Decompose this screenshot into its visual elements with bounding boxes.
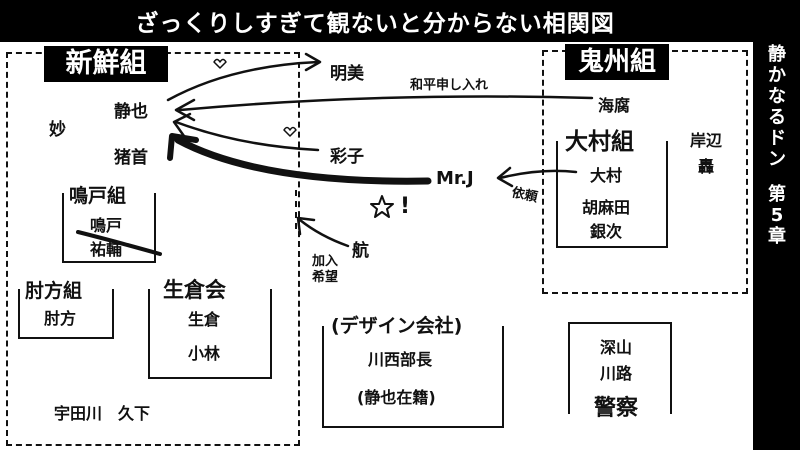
sidebar-char: 静: [768, 44, 786, 65]
annotation-peace: 和平申し入れ: [410, 78, 489, 93]
naruto-title: 鳴戸組: [66, 181, 130, 208]
omura-box: [556, 141, 668, 248]
person-mrj: Mr.J: [436, 168, 474, 189]
kishu-title: 鬼州組: [565, 44, 669, 80]
member-kobayashi: 小林: [188, 344, 221, 363]
sidebar-char: 5: [770, 205, 784, 226]
arrow-from-ayako-head: [172, 112, 192, 138]
strike-line: [76, 230, 162, 256]
member-gomada: 胡麻田: [582, 198, 631, 217]
annotation-exclaim: !: [400, 194, 411, 219]
member-omura: 大村: [590, 166, 623, 185]
police-title: 警察: [590, 390, 643, 422]
person-kou: 航: [352, 241, 369, 261]
sidebar-char: か: [768, 65, 786, 86]
member-miyama: 深山: [600, 338, 633, 357]
sidebar-char: ン: [768, 149, 786, 170]
omura-title: 大村組: [562, 122, 637, 156]
member-ikura: 生倉: [188, 310, 221, 329]
sidebar-caption: 静 か な る ド ン 第 5 章: [766, 44, 788, 247]
member-kawaji: 川路: [600, 364, 633, 383]
star-icon: [370, 195, 394, 218]
member-hijikata: 肘方: [44, 309, 77, 328]
arrow-from-ayako: [174, 120, 320, 152]
arrow-join-head: [296, 216, 316, 236]
title-bar: [0, 0, 800, 42]
sidebar-char: る: [768, 107, 786, 128]
annotation-join: 加入: [312, 254, 339, 269]
hijikata-box: [18, 289, 114, 339]
member-kawanishi: 川西部長: [368, 350, 433, 369]
member-yusuke: 祐輔: [90, 240, 123, 259]
arrow-request: [498, 169, 578, 180]
shinsen-others: 宇田川 久下: [54, 404, 151, 423]
member-naruto: 鳴戸: [90, 216, 123, 235]
arrow-peace: [178, 95, 594, 112]
sidebar-char: ド: [768, 128, 786, 149]
design-title: (デザイン会社): [328, 311, 466, 338]
arrow-to-akemi: [166, 60, 320, 102]
shinsen-title: 新鮮組: [44, 46, 168, 82]
heart-icon: [283, 126, 297, 137]
member-shizuya: 静也: [114, 102, 148, 122]
naruto-box: [62, 193, 156, 263]
ikura-box: [148, 289, 272, 379]
arrow-peace-head: [174, 98, 196, 122]
arrow-mrj: [174, 136, 432, 185]
arrow-mrj-head: [167, 133, 199, 161]
member-kaifu: 海腐: [598, 96, 631, 115]
ikura-title: 生倉会: [160, 274, 229, 304]
hijikata-title: 肘方組: [22, 276, 86, 303]
arrow-join: [298, 218, 350, 248]
person-ayako: 彩子: [330, 147, 364, 167]
arrow-to-akemi-head: [304, 52, 322, 72]
member-inokubi: 猪首: [114, 148, 148, 168]
sidebar-char: 第: [768, 184, 786, 205]
design-box: [322, 326, 504, 428]
sidebar-char: な: [768, 86, 786, 107]
heart-icon: [213, 58, 227, 69]
member-tae: 妙: [49, 120, 66, 140]
member-todoroki: 轟: [698, 157, 715, 176]
annotation-hope: 希望: [312, 270, 339, 285]
person-akemi: 明美: [330, 64, 364, 84]
member-shizuya-note: (静也在籍): [357, 388, 436, 407]
sidebar-char: 章: [768, 226, 786, 247]
police-box: [568, 322, 672, 414]
member-kishibe: 岸辺: [690, 131, 723, 150]
page-title: ざっくりしすぎて観ないと分からない相関図: [135, 11, 615, 37]
member-ginji: 銀次: [590, 222, 623, 241]
sidebar: [753, 42, 800, 450]
arrow-request-head: [496, 166, 514, 188]
